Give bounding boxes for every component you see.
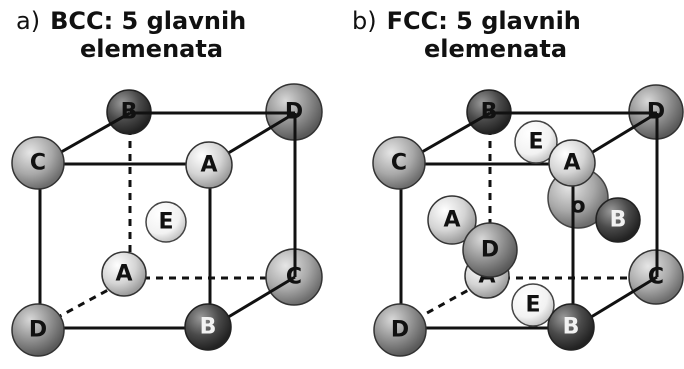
bcc-unit-cell: A B D C E C <box>11 83 323 357</box>
panel-b-title-line1: FCC: 5 glavnih <box>386 7 581 35</box>
fcc-atom-C-front: C <box>372 136 426 190</box>
fcc-atom-B-face-right: B <box>595 197 641 243</box>
svg-text:A: A <box>200 153 217 178</box>
panel-b-title-line2: elemenata <box>424 34 568 63</box>
fcc-atom-A-face-left: A <box>427 195 477 245</box>
svg-text:B: B <box>610 208 627 233</box>
fcc-atom-D-face-front: D <box>462 222 518 278</box>
bcc-atom-D-front: D <box>11 303 65 357</box>
svg-text:A: A <box>115 262 132 287</box>
svg-text:D: D <box>391 318 409 343</box>
panel-a-title-line1: BCC: 5 glavnih <box>50 7 247 35</box>
panel-b-letter: b) <box>352 7 377 35</box>
bcc-atom-E-center: E <box>145 201 187 243</box>
fcc-atom-B-front: B <box>547 303 595 351</box>
svg-text:E: E <box>525 293 540 318</box>
fcc-atom-A-front: A <box>548 139 596 187</box>
bcc-atom-A-back: A <box>101 251 147 297</box>
bcc-atom-C-front: C <box>11 136 65 190</box>
panel-a-title-line2: elemenata <box>80 34 224 63</box>
svg-text:C: C <box>391 151 407 176</box>
fcc-atom-D-front: D <box>373 303 427 357</box>
svg-text:B: B <box>563 315 580 340</box>
svg-text:D: D <box>481 238 499 263</box>
svg-text:A: A <box>563 151 580 176</box>
panel-a-title: a) BCC: 5 glavnih elemenata <box>16 7 247 63</box>
svg-text:D: D <box>29 318 47 343</box>
bcc-atom-B-front: B <box>184 303 232 351</box>
bcc-atom-A-front: A <box>185 141 233 189</box>
svg-text:C: C <box>30 151 46 176</box>
svg-text:B: B <box>200 315 217 340</box>
fcc-unit-cell: A B D C o E <box>372 84 684 357</box>
svg-text:E: E <box>528 130 543 155</box>
panel-a-letter: a) <box>16 7 41 35</box>
fcc-atom-E-bottom: E <box>511 283 555 327</box>
svg-text:A: A <box>443 208 460 233</box>
panel-b-title: b) FCC: 5 glavnih elemenata <box>352 7 581 63</box>
svg-text:E: E <box>158 210 173 235</box>
fcc-atom-E-top: E <box>514 120 558 164</box>
